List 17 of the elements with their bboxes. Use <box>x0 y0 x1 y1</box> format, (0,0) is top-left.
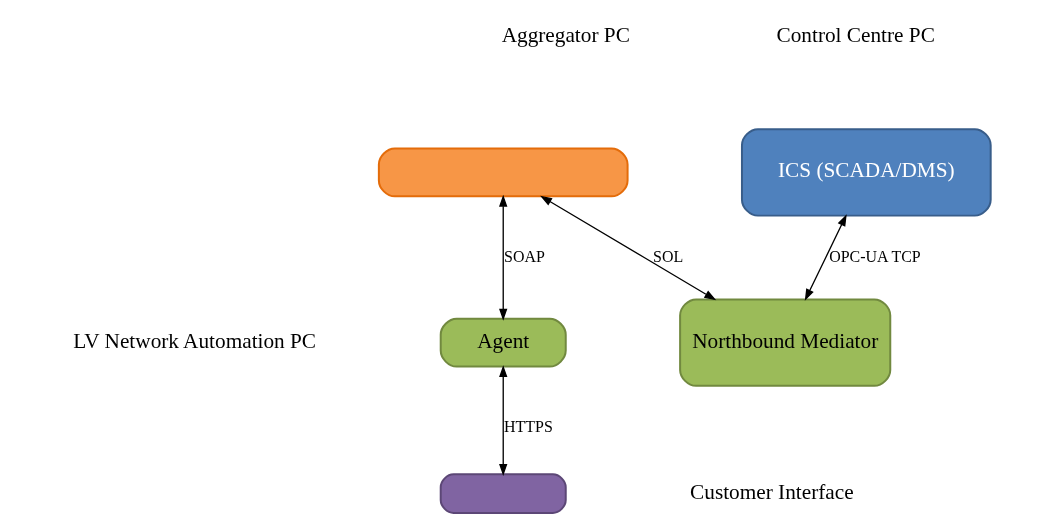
edge-label: SOL <box>653 247 684 265</box>
label: LV Network Automation PC <box>73 328 317 353</box>
label: Aggregator PC <box>501 23 630 48</box>
arrow <box>540 195 717 301</box>
arrow <box>499 194 508 321</box>
arrow <box>499 365 508 476</box>
node-box: Agent <box>439 317 567 368</box>
node-box: Northbound Mediator <box>679 298 892 387</box>
node-box <box>377 147 629 198</box>
node-box <box>439 473 567 514</box>
edge-label: OPC-UA TCP <box>829 247 921 265</box>
label: Control Centre PC <box>776 23 935 48</box>
edge-label: HTTPS <box>504 417 553 435</box>
node-box: ICS (SCADA/DMS) <box>740 128 992 217</box>
label: Customer Interface <box>690 479 854 504</box>
edge-label: SOAP <box>504 247 545 265</box>
arrow <box>804 214 847 301</box>
